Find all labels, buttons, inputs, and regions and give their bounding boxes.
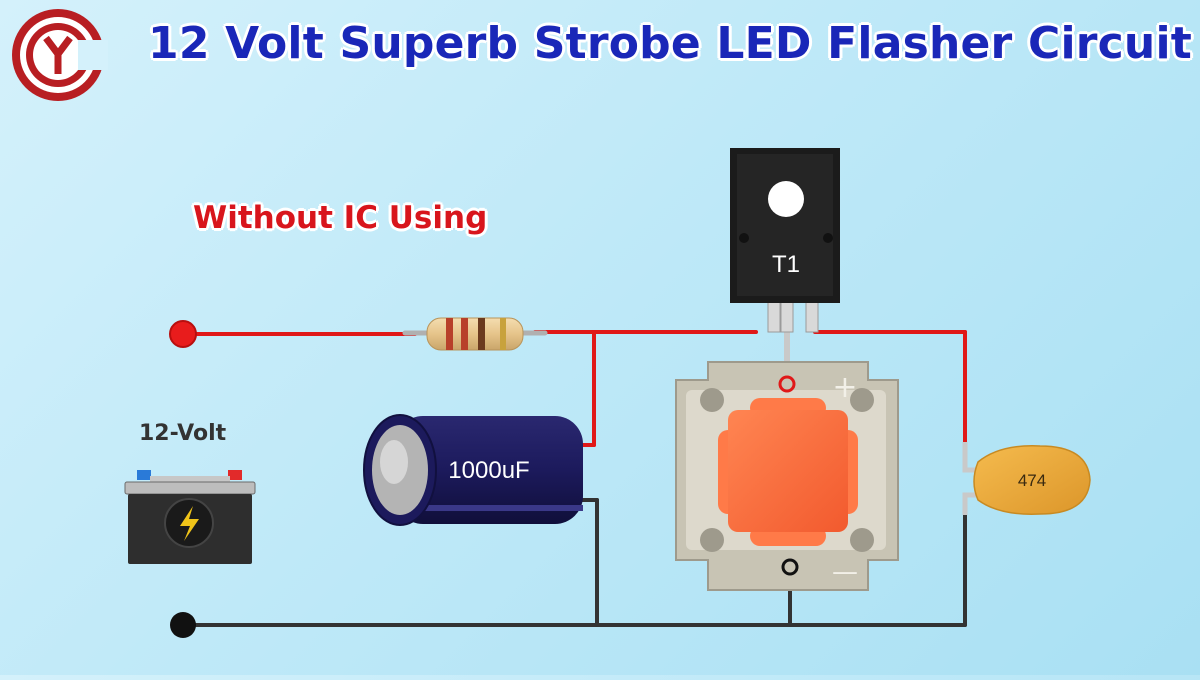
resistor	[402, 317, 548, 351]
positive-wires	[181, 327, 967, 447]
brand-logo	[12, 9, 108, 101]
negative-terminal	[170, 612, 196, 638]
transistor-t1: T1	[730, 148, 840, 333]
battery-label: 12-Volt	[139, 421, 227, 446]
power-led: + —	[675, 361, 899, 591]
capacitor-value-label: 1000uF	[448, 457, 529, 484]
subtitle: Without IC Using	[193, 200, 488, 236]
ceramic-capacitor: 474	[962, 442, 1091, 515]
ceramic-capacitor-label: 474	[1018, 471, 1046, 490]
led-minus-mark: —	[832, 557, 858, 587]
transistor-label: T1	[772, 251, 800, 278]
electrolytic-capacitor: 1000uF	[363, 414, 583, 526]
negative-wires	[181, 498, 967, 627]
positive-terminal	[169, 320, 197, 348]
led-plus-mark: +	[832, 370, 857, 405]
lightning-icon	[180, 506, 199, 541]
page-title: 12 Volt Superb Strobe LED Flasher Circui…	[148, 18, 1192, 69]
battery	[124, 470, 256, 564]
